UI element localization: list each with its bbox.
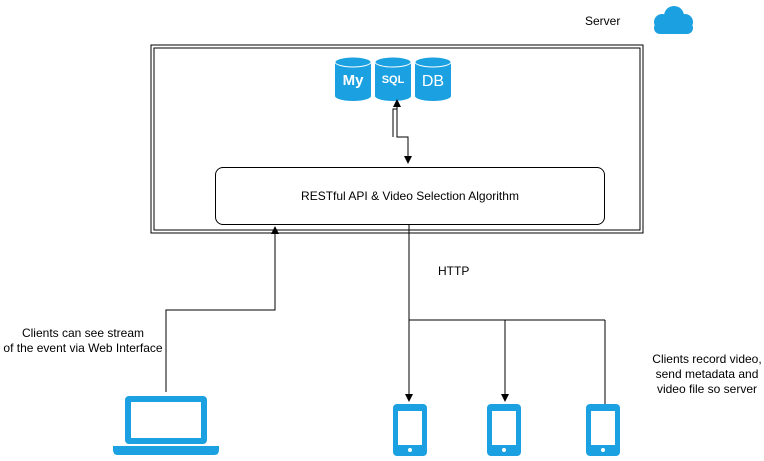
http-label: HTTP	[438, 264, 470, 278]
mobile-clients-note: Clients record video, send metadata and …	[650, 352, 764, 397]
db-api-connector	[392, 99, 412, 164]
laptop-icon	[113, 396, 219, 455]
db-badge-my: My	[343, 72, 364, 89]
mobile-clients-note-line: send metadata and	[655, 367, 759, 381]
restful-api-box: RESTful API & Video Selection Algorithm	[215, 167, 605, 225]
web-client-connector	[165, 226, 279, 392]
api-box-label: RESTful API & Video Selection Algorithm	[301, 189, 519, 203]
web-clients-note-line: Clients can see stream	[21, 326, 145, 340]
db-cylinder-db	[414, 56, 452, 101]
db-badge-db: DB	[422, 73, 444, 90]
mobile-clients-note-line: Clients record video,	[652, 352, 762, 366]
db-cylinder-sql	[374, 56, 412, 101]
db-cylinder-my	[334, 56, 372, 101]
http-connector	[405, 225, 609, 414]
tablet-icon	[393, 404, 427, 456]
server-boundary	[150, 44, 644, 234]
mysql-db-icon: My SQL DB	[334, 56, 452, 101]
server-label: Server	[585, 14, 621, 28]
cloud-icon	[654, 6, 693, 34]
db-badge-sql: SQL	[382, 74, 405, 86]
mobile-clients-note-line: video file so server	[656, 382, 758, 396]
web-clients-note-line: of the event via Web Interface	[3, 341, 163, 355]
web-clients-note: Clients can see stream of the event via …	[0, 326, 166, 356]
tablet-icon	[586, 404, 620, 456]
tablet-icon	[487, 404, 521, 456]
